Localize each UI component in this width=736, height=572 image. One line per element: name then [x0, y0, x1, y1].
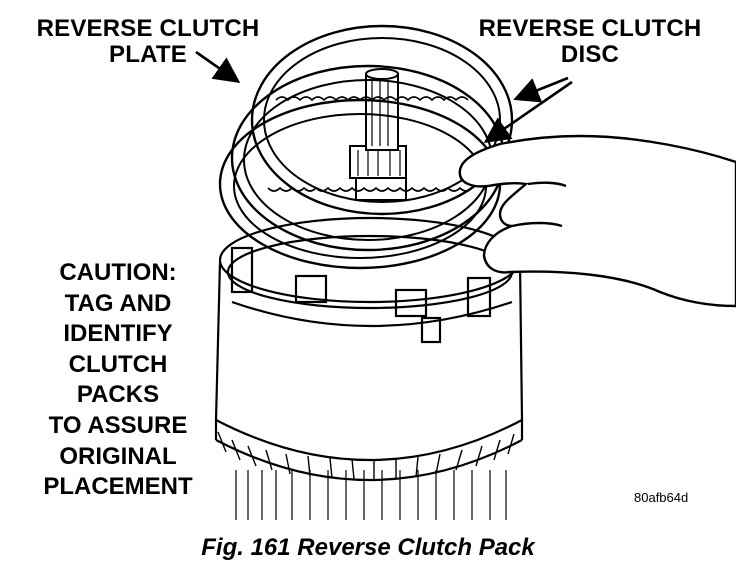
caution-line: CLUTCH	[68, 350, 168, 378]
clutch-drum	[214, 216, 524, 481]
clutch-pack-drawing	[195, 24, 736, 520]
image-code: 80afb64d	[634, 490, 689, 505]
label-line: REVERSE CLUTCH	[478, 15, 702, 42]
lower-shaft	[235, 470, 507, 520]
label-line: REVERSE CLUTCH	[36, 15, 260, 42]
reverse-clutch-disc-label: REVERSE CLUTCH DISC	[452, 16, 728, 68]
caution-line: PACKS	[76, 381, 160, 409]
caution-line: PLACEMENT	[43, 473, 193, 501]
leader-arrows	[195, 50, 573, 143]
label-line: DISC	[560, 41, 620, 68]
caution-line: ORIGINAL	[59, 442, 177, 470]
clutch-disc-teeth	[267, 96, 473, 192]
reverse-clutch-illustration: REVERSE CLUTCH PLATE REVERSE CLUTCH DISC…	[10, 16, 736, 520]
label-line: PLATE	[109, 41, 187, 68]
caution-line: TO ASSURE	[48, 411, 188, 439]
drum-spline-ring	[217, 431, 515, 480]
caution-note: CAUTION: TAG AND IDENTIFY CLUTCH PACKS T…	[18, 258, 218, 503]
reverse-clutch-plate-label: REVERSE CLUTCH PLATE	[10, 16, 286, 68]
input-shaft	[349, 68, 407, 201]
caution-line: IDENTIFY	[63, 320, 173, 348]
figure-caption: Fig. 161 Reverse Clutch Pack	[201, 534, 535, 561]
caution-line: TAG AND	[64, 289, 172, 317]
hand	[458, 134, 736, 308]
caution-line: CAUTION:	[59, 259, 177, 286]
